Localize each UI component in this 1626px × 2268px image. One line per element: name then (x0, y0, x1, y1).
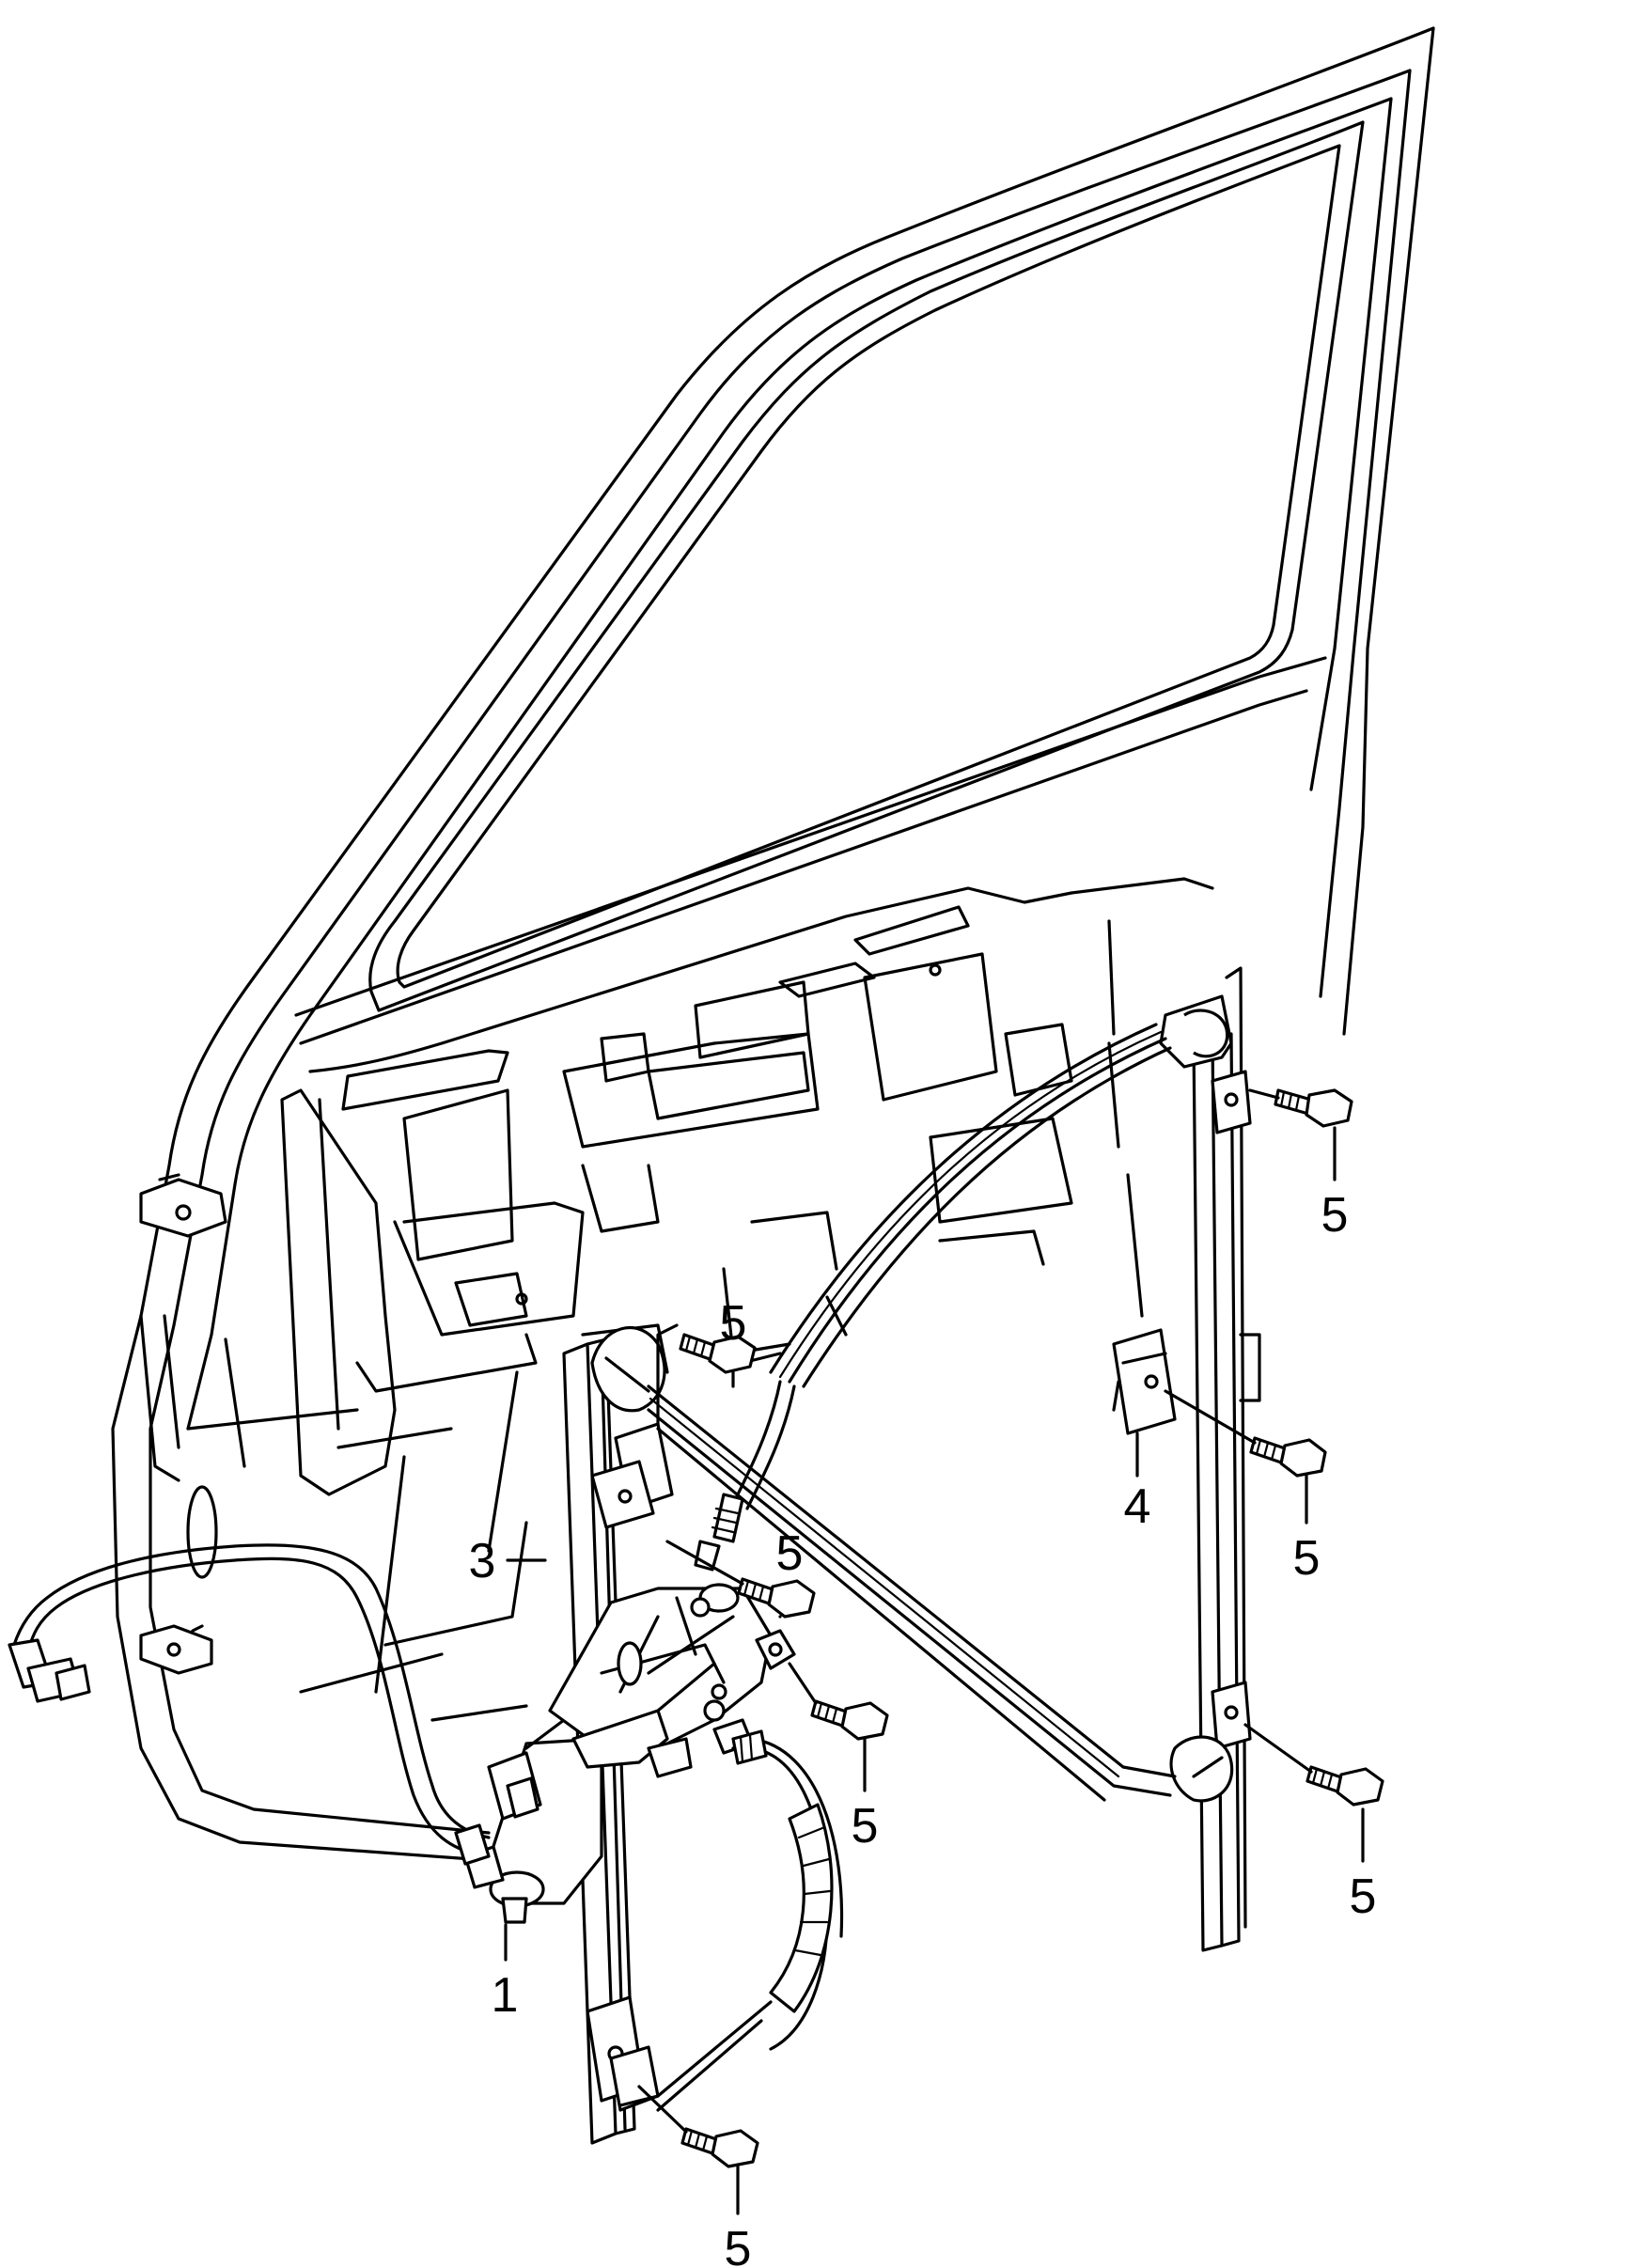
lift-channel (647, 1384, 1177, 1802)
callout-1: 1 (492, 1968, 519, 2023)
upper-cable-track (694, 1023, 1172, 1572)
rear-guide-rail (1112, 966, 1261, 1952)
bolt-upper-middle (679, 1333, 757, 1374)
bolts (637, 1088, 1384, 2168)
leader-lines (504, 1126, 1365, 2215)
callout-5-motor-upper: 5 (776, 1526, 804, 1581)
door-frame (111, 26, 1435, 1863)
bolt-motor-lower (788, 1662, 889, 1741)
callout-labels: 1 3 4 5 5 5 5 5 5 5 (469, 1188, 1377, 2268)
callout-5-bottom: 5 (725, 2222, 752, 2268)
bolt-top-right (1248, 1088, 1353, 1128)
bolt-bottom (637, 2085, 759, 2168)
lower-cable-track (618, 1729, 844, 2112)
bolt-motor-upper (665, 1540, 816, 1619)
bolt-bottom-right (1243, 1723, 1384, 1807)
callout-5-middle-right: 5 (1293, 1531, 1321, 1586)
callout-5-upper-middle: 5 (720, 1296, 747, 1351)
bolt-middle-right (1164, 1389, 1327, 1478)
callout-5-bottom-right: 5 (1350, 1869, 1377, 1924)
callout-5-top-right: 5 (1321, 1188, 1349, 1243)
wiring-harness (8, 1543, 505, 1889)
callout-5-motor-lower: 5 (852, 1799, 879, 1854)
callout-4: 4 (1124, 1479, 1151, 1534)
callout-3: 3 (469, 1534, 496, 1588)
regulator-motor (487, 1583, 796, 1924)
